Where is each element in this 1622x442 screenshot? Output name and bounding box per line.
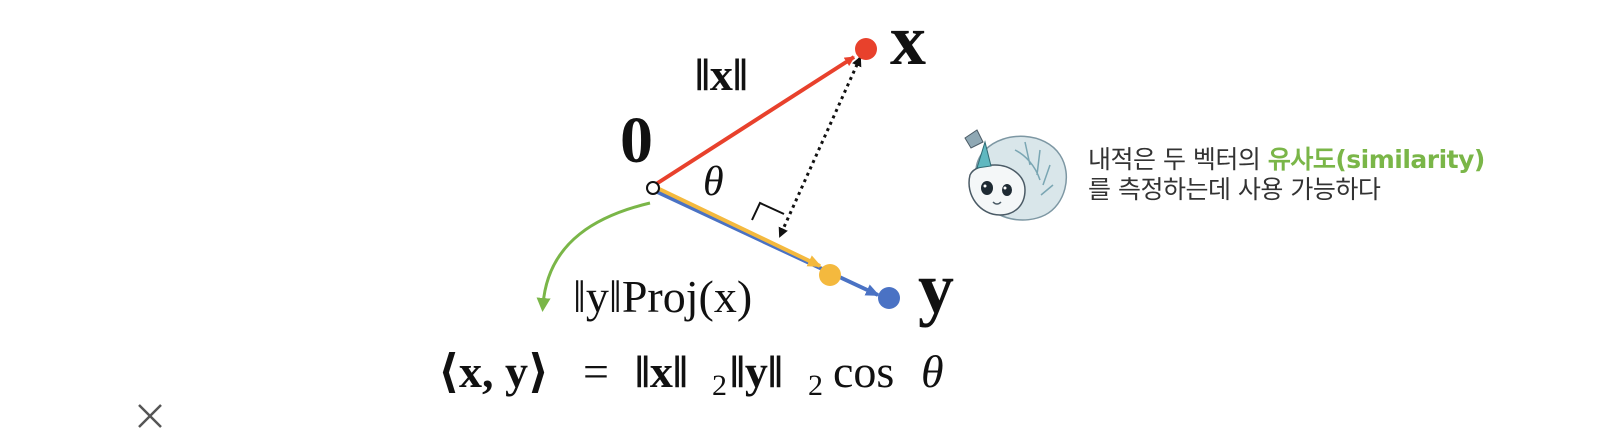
note-line-1: 내적은 두 벡터의 유사도(similarity) (1088, 145, 1485, 175)
formula-norm-y: ‖y‖ (730, 346, 783, 397)
x-vector (651, 55, 856, 188)
similarity-highlight: 유사도(similarity) (1267, 145, 1486, 174)
projection-point (819, 264, 841, 286)
unicorn-circuit-mascot-icon (964, 129, 1068, 221)
x-label: x (890, 0, 926, 80)
close-icon (138, 404, 162, 428)
origin-point (646, 181, 660, 195)
note-line-1-prefix: 내적은 두 벡터의 (1088, 145, 1268, 174)
formula-lhs: ⟨x, y⟩ (438, 346, 549, 397)
x-point (855, 38, 877, 60)
origin-label: 0 (620, 104, 653, 177)
theta-label: θ (703, 159, 724, 205)
y-label: y (918, 248, 954, 328)
note-text: 내적은 두 벡터의 유사도(similarity) 를 측정하는데 사용 가능하… (1088, 145, 1485, 205)
formula-equals: = (583, 346, 609, 397)
formula-theta: θ (921, 346, 944, 397)
right-angle-marker (751, 201, 785, 221)
formula-sub-2: 2 (808, 369, 823, 402)
perpendicular-dotted-arrow (778, 56, 862, 238)
norm-x-label: ‖x‖ (695, 49, 748, 100)
note-line-2: 를 측정하는데 사용 가능하다 (1088, 175, 1381, 204)
curve-arrow (536, 201, 651, 312)
formula-norm-x: ‖x‖ (635, 346, 688, 397)
projection-vector (652, 184, 822, 268)
projection-label: ‖y‖Proj(x) (573, 271, 752, 322)
close-button[interactable] (134, 400, 166, 432)
inner-product-formula: ⟨x, y⟩ = ‖x‖ 2 ‖y‖ 2 cos θ (438, 346, 944, 405)
formula-sub-1: 2 (712, 369, 727, 402)
y-point (878, 287, 900, 309)
formula-cos: cos (833, 346, 894, 397)
